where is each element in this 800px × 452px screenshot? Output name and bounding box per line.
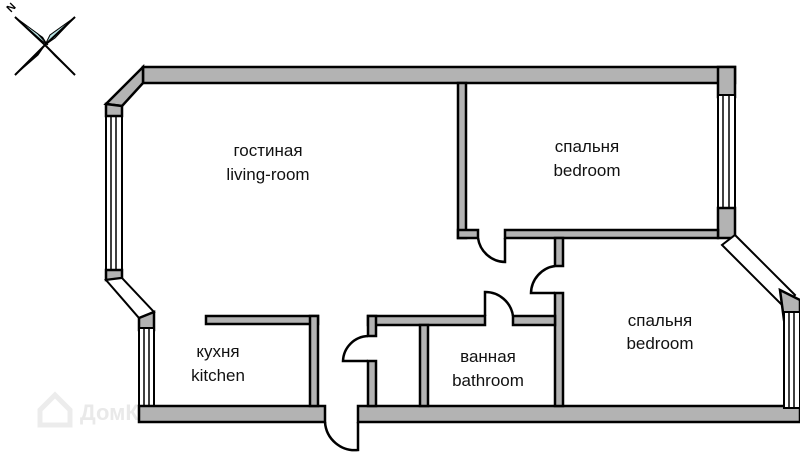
room-label-bedroom-2: спальня bedroom — [626, 311, 693, 353]
svg-text:living-room: living-room — [226, 165, 309, 184]
compass-rose-icon: N — [4, 1, 76, 76]
room-label-bathroom: ванная bathroom — [452, 347, 524, 390]
door-closet — [341, 334, 369, 363]
svg-text:kitchen: kitchen — [191, 366, 245, 385]
interior-walls — [204, 81, 720, 408]
room-label-kitchen: кухня kitchen — [191, 342, 245, 385]
room-label-living-room: гостиная living-room — [226, 141, 309, 184]
door-bedroom-1 — [476, 237, 507, 264]
door-bedroom-2 — [529, 264, 556, 295]
svg-text:bedroom: bedroom — [626, 334, 693, 353]
svg-text:ванная: ванная — [460, 347, 516, 366]
door-bathroom — [483, 290, 515, 317]
svg-text:спальня: спальня — [555, 137, 620, 156]
room-label-bedroom-1: спальня bedroom — [553, 137, 620, 180]
outer-walls — [103, 63, 800, 424]
svg-text:bathroom: bathroom — [452, 371, 524, 390]
compass-north-label: N — [4, 1, 18, 15]
svg-text:гостиная: гостиная — [233, 141, 302, 160]
svg-text:bedroom: bedroom — [553, 161, 620, 180]
doors — [323, 237, 556, 452]
svg-text:спальня: спальня — [628, 311, 693, 330]
svg-text:кухня: кухня — [196, 342, 239, 361]
door-entrance — [323, 421, 360, 452]
